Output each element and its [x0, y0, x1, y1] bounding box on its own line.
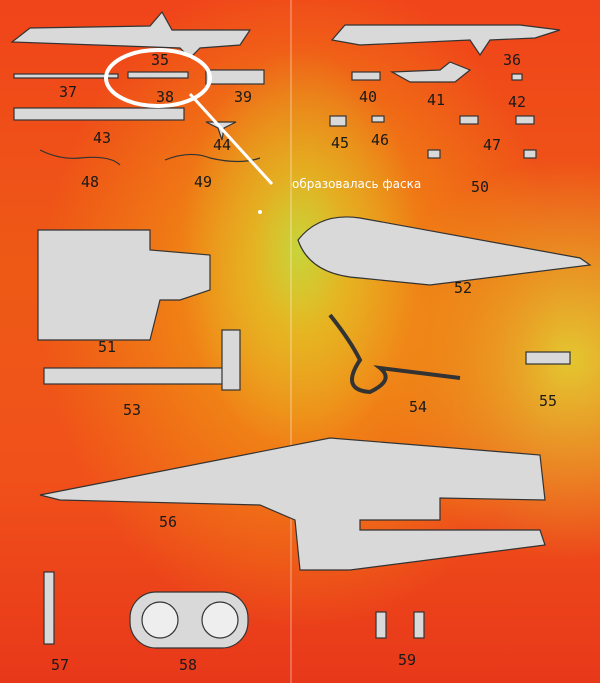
label-46: 46	[370, 131, 390, 149]
part-52	[297, 216, 592, 286]
part-55	[525, 351, 571, 365]
part-41	[389, 61, 472, 83]
part-38	[127, 71, 189, 79]
label-58: 58	[178, 656, 198, 674]
annotation-dot	[258, 210, 262, 214]
label-35: 35	[150, 51, 170, 69]
part-56	[39, 437, 546, 571]
label-57: 57	[50, 656, 70, 674]
annotation-arrow	[188, 92, 274, 186]
part-59b	[413, 611, 425, 639]
label-38: 38	[155, 88, 175, 106]
part-53	[43, 367, 225, 385]
label-43: 43	[92, 129, 112, 147]
label-52: 52	[453, 279, 473, 297]
part-39	[205, 69, 265, 85]
part-37	[13, 73, 119, 79]
part-50b	[523, 149, 537, 159]
label-40: 40	[358, 88, 378, 106]
highlight-ellipse	[104, 48, 212, 108]
part-43	[13, 107, 185, 121]
label-41: 41	[426, 91, 446, 109]
part-58-hole-a	[141, 601, 179, 639]
part-47b	[515, 115, 535, 125]
label-51: 51	[97, 338, 117, 356]
label-56: 56	[158, 513, 178, 531]
label-39: 39	[233, 88, 253, 106]
part-53-arm	[221, 329, 241, 391]
label-59: 59	[397, 651, 417, 669]
label-54: 54	[408, 398, 428, 416]
part-45	[329, 115, 347, 127]
part-48	[39, 149, 121, 166]
label-55: 55	[538, 392, 558, 410]
label-45: 45	[330, 134, 350, 152]
part-51	[37, 229, 211, 341]
part-35	[10, 10, 252, 59]
label-49: 49	[193, 173, 213, 191]
part-42	[511, 73, 523, 81]
label-36: 36	[502, 51, 522, 69]
label-44: 44	[212, 136, 232, 154]
part-59a	[375, 611, 387, 639]
label-42: 42	[507, 93, 527, 111]
label-50: 50	[470, 178, 490, 196]
annotation-text: образовалась фаска	[292, 177, 422, 191]
page-fold	[290, 0, 292, 683]
part-49	[164, 153, 261, 163]
label-53: 53	[122, 401, 142, 419]
label-37: 37	[58, 83, 78, 101]
part-36	[330, 24, 561, 57]
part-50a	[427, 149, 441, 159]
part-57	[43, 571, 55, 645]
label-47: 47	[482, 136, 502, 154]
part-54	[328, 313, 461, 395]
part-47a	[459, 115, 479, 125]
part-46	[371, 115, 385, 123]
label-48: 48	[80, 173, 100, 191]
part-44	[205, 121, 237, 141]
part-58-hole-b	[201, 601, 239, 639]
part-40	[351, 71, 381, 81]
